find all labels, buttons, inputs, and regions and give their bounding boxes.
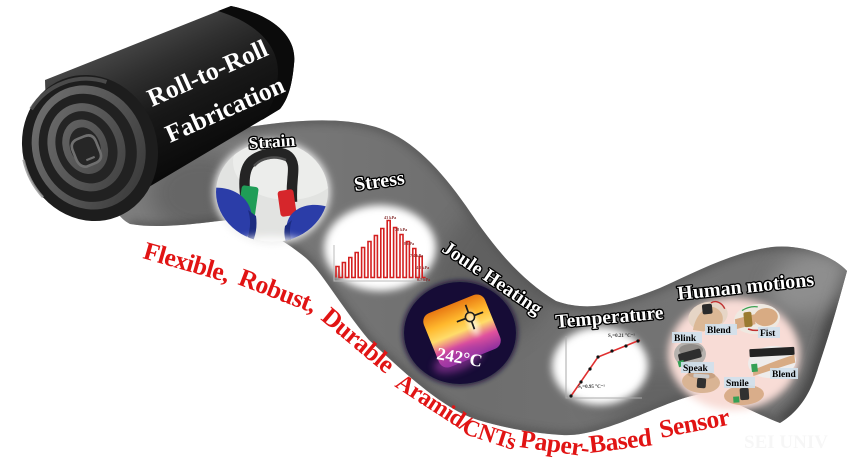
svg-text:7.4 kPa: 7.4 kPa	[410, 253, 424, 258]
svg-text:Blend: Blend	[707, 326, 731, 336]
svg-text:SEI UNIV: SEI UNIV	[744, 432, 828, 453]
svg-text:Blend: Blend	[772, 370, 796, 380]
svg-text:0.7 kPa: 0.7 kPa	[417, 277, 431, 282]
svg-text:8 kPa: 8 kPa	[404, 241, 415, 246]
svg-text:S₁=0.95 °C⁻¹: S₁=0.95 °C⁻¹	[578, 384, 605, 390]
svg-text:Flexible,: Flexible,	[140, 236, 233, 288]
svg-text:S₁=0.21 °C⁻¹: S₁=0.21 °C⁻¹	[608, 333, 635, 339]
svg-text:Robust,: Robust,	[235, 263, 321, 319]
svg-text:Based: Based	[587, 422, 653, 458]
svg-text:Blink: Blink	[674, 334, 697, 344]
svg-text:Strain: Strain	[248, 130, 296, 153]
svg-text:4.2 kPa: 4.2 kPa	[416, 265, 430, 270]
svg-text:Sensor: Sensor	[657, 402, 732, 444]
svg-text:Speak: Speak	[683, 364, 709, 374]
svg-text:Fist: Fist	[760, 329, 776, 339]
svg-text:Smile: Smile	[726, 379, 749, 389]
svg-text:43 kPa: 43 kPa	[384, 215, 397, 220]
svg-text:28 kPa: 28 kPa	[395, 227, 408, 232]
